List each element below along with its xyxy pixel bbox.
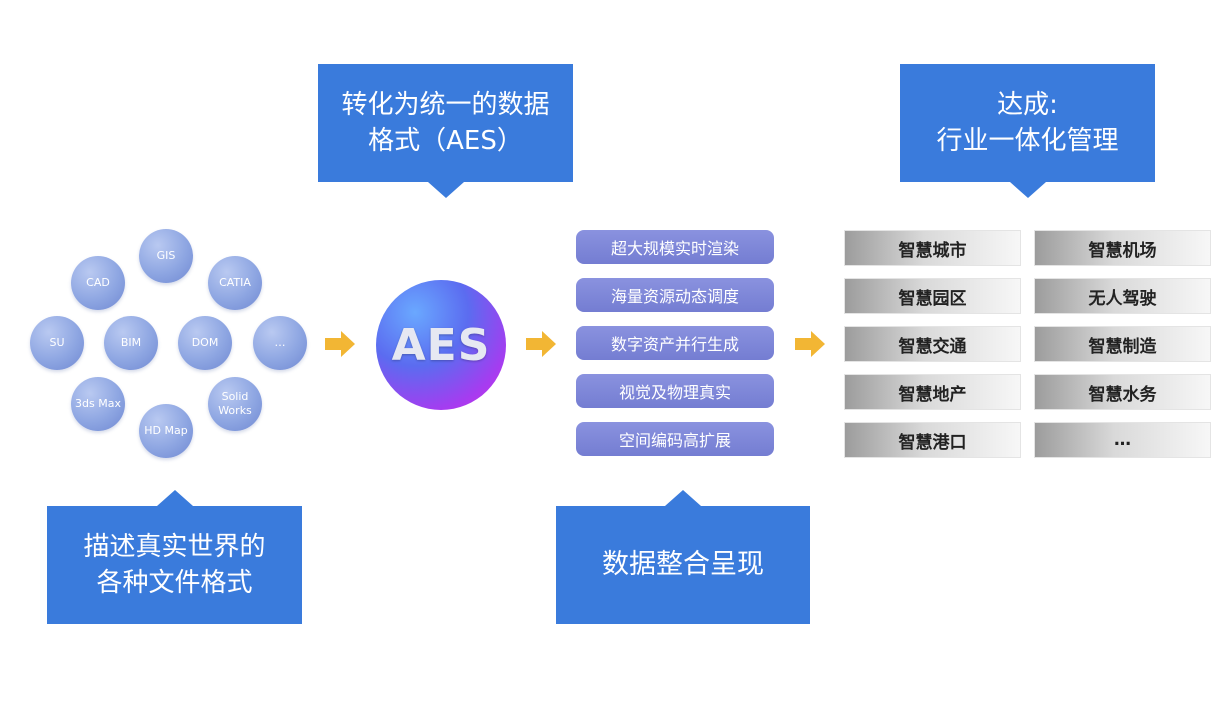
industry-item: 智慧水务 bbox=[1034, 374, 1211, 410]
callout-line: 各种文件格式 bbox=[96, 568, 253, 598]
format-bubble-dom: DOM bbox=[178, 316, 232, 370]
industry-item: … bbox=[1034, 422, 1211, 458]
feature-item: 超大规模实时渲染 bbox=[576, 230, 774, 264]
callout-line: 转化为统一的数据 bbox=[341, 90, 550, 120]
industry-item: 智慧地产 bbox=[844, 374, 1021, 410]
format-bubble-solidworks: Solid Works bbox=[208, 377, 262, 431]
callout-convert-format: 转化为统一的数据 格式（AES） bbox=[318, 64, 573, 198]
arrow-right-icon bbox=[325, 331, 355, 357]
industry-item: 智慧交通 bbox=[844, 326, 1021, 362]
arrow-right-icon bbox=[795, 331, 825, 357]
feature-item: 海量资源动态调度 bbox=[576, 278, 774, 312]
industry-item: 无人驾驶 bbox=[1034, 278, 1211, 314]
industry-item: 智慧制造 bbox=[1034, 326, 1211, 362]
aes-core-circle: AES bbox=[376, 280, 506, 410]
format-bubble-hdmap: HD Map bbox=[139, 404, 193, 458]
format-bubble-su: SU bbox=[30, 316, 84, 370]
industry-item: 智慧机场 bbox=[1034, 230, 1211, 266]
callout-achieve-management: 达成: 行业一体化管理 bbox=[900, 64, 1155, 198]
callout-describe-formats: 描述真实世界的 各种文件格式 bbox=[47, 490, 302, 624]
feature-item: 视觉及物理真实 bbox=[576, 374, 774, 408]
format-bubble-catia: CATIA bbox=[208, 256, 262, 310]
format-bubble-cad: CAD bbox=[71, 256, 125, 310]
industry-item: 智慧园区 bbox=[844, 278, 1021, 314]
feature-item: 空间编码高扩展 bbox=[576, 422, 774, 456]
arrow-right-icon bbox=[526, 331, 556, 357]
format-bubble-bim: BIM bbox=[104, 316, 158, 370]
callout-line: 行业一体化管理 bbox=[936, 126, 1119, 156]
industry-item: 智慧城市 bbox=[844, 230, 1021, 266]
callout-line: 格式（AES） bbox=[368, 126, 523, 156]
callout-data-integration: 数据整合呈现 bbox=[556, 490, 810, 624]
aes-core-label: AES bbox=[391, 319, 491, 371]
feature-item: 数字资产并行生成 bbox=[576, 326, 774, 360]
callout-line: 达成: bbox=[997, 90, 1058, 120]
format-bubble-gis: GIS bbox=[139, 229, 193, 283]
callout-line: 数据整合呈现 bbox=[602, 549, 764, 580]
callout-line: 描述真实世界的 bbox=[83, 532, 266, 562]
industry-item: 智慧港口 bbox=[844, 422, 1021, 458]
format-bubble-more: … bbox=[253, 316, 307, 370]
format-bubble-3dsmax: 3ds Max bbox=[71, 377, 125, 431]
